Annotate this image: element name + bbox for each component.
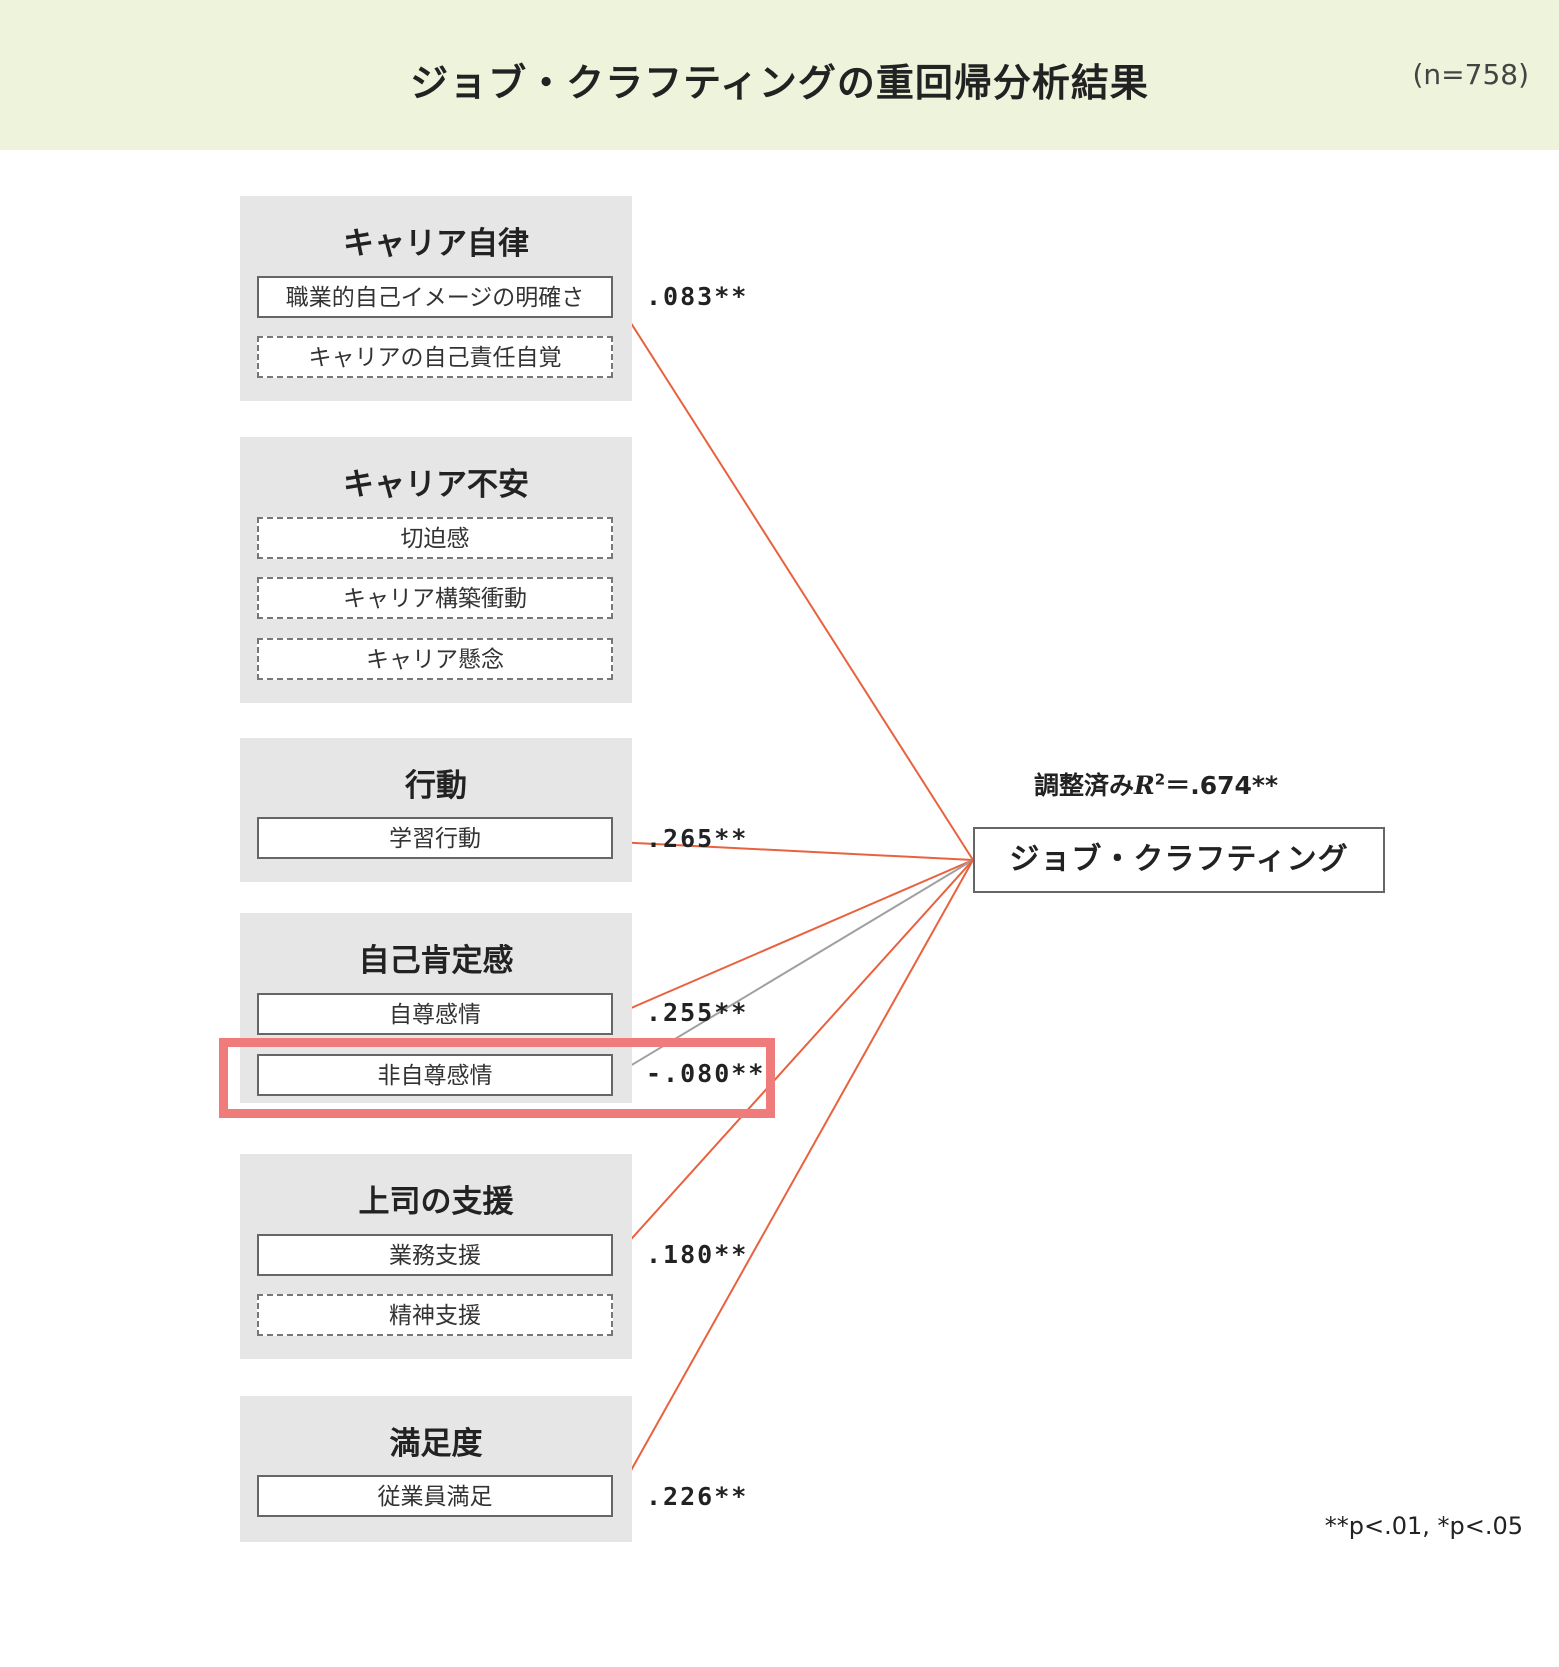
connector-line-satisfaction xyxy=(614,859,974,1500)
group-title: 上司の支援 xyxy=(358,1184,514,1220)
connector-line-self-esteem xyxy=(614,859,974,1016)
r2-exponent: 2 xyxy=(1154,770,1166,789)
group-title: 行動 xyxy=(405,768,467,804)
header-banner: ジョブ・クラフティングの重回帰分析結果 (n=758) xyxy=(0,0,1559,150)
connector-line-career-identity xyxy=(614,297,974,861)
group-satisfaction: 満足度 従業員満足 xyxy=(240,1396,632,1542)
connector-line-learning xyxy=(614,841,974,861)
group-title: キャリア自律 xyxy=(343,226,529,262)
group-title: キャリア不安 xyxy=(343,467,529,503)
sample-size: (n=758) xyxy=(1412,58,1530,91)
group-career-autonomy: キャリア自律 職業的自己イメージの明確さ キャリアの自己責任自覚 xyxy=(240,196,632,401)
item-self-responsibility: キャリアの自己責任自覚 xyxy=(257,336,613,378)
item-learning-behavior: 学習行動 xyxy=(257,817,613,859)
item-employee-satisfaction: 従業員満足 xyxy=(257,1475,613,1517)
r2-prefix: 調整済み xyxy=(1034,771,1135,800)
coef-non-self-esteem: -.080** xyxy=(646,1059,766,1088)
r2-symbol: R xyxy=(1134,771,1155,800)
page-title: ジョブ・クラフティングの重回帰分析結果 xyxy=(410,61,1149,105)
coef-career-identity: .083** xyxy=(646,282,749,311)
coef-self-esteem: .255** xyxy=(646,998,749,1027)
item-career-building-drive: キャリア構築衝動 xyxy=(257,577,613,619)
adjusted-r2: 調整済みR2＝.674** xyxy=(1034,766,1278,802)
group-self-affirmation: 自己肯定感 自尊感情 非自尊感情 xyxy=(240,913,632,1103)
group-title: 自己肯定感 xyxy=(358,943,514,979)
coef-employee-satisfaction: .226** xyxy=(646,1482,749,1511)
coef-task-support: .180** xyxy=(646,1240,749,1269)
group-career-anxiety: キャリア不安 切迫感 キャリア構築衝動 キャリア懸念 xyxy=(240,437,632,703)
outcome-box: ジョブ・クラフティング xyxy=(973,827,1385,893)
group-behavior: 行動 学習行動 xyxy=(240,738,632,882)
item-non-self-esteem: 非自尊感情 xyxy=(257,1054,613,1096)
item-urgency: 切迫感 xyxy=(257,517,613,559)
connector-line-task-support xyxy=(614,859,974,1258)
item-emotional-support: 精神支援 xyxy=(257,1294,613,1336)
coef-learning-behavior: .265** xyxy=(646,824,749,853)
r2-value: ＝.674** xyxy=(1165,771,1279,800)
group-title: 満足度 xyxy=(389,1426,483,1462)
item-self-esteem: 自尊感情 xyxy=(257,993,613,1035)
item-career-concern: キャリア懸念 xyxy=(257,638,613,680)
item-career-identity: 職業的自己イメージの明確さ xyxy=(257,276,613,318)
significance-footnote: **p<.01, *p<.05 xyxy=(1324,1512,1523,1540)
group-supervisor-support: 上司の支援 業務支援 精神支援 xyxy=(240,1154,632,1359)
highlight-box xyxy=(219,1038,775,1118)
item-task-support: 業務支援 xyxy=(257,1234,613,1276)
